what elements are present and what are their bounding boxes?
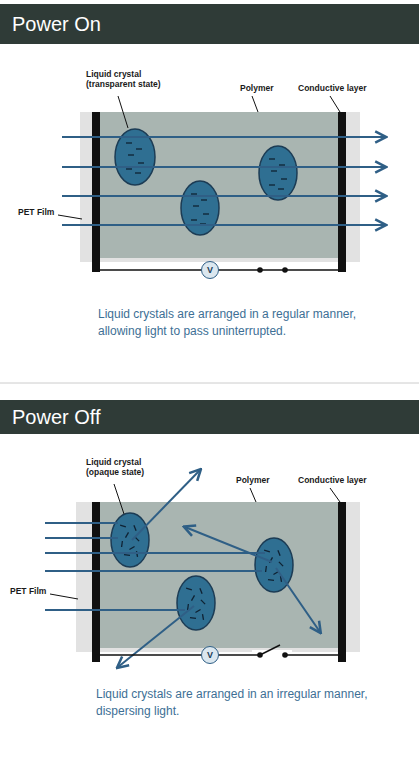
- light-ray: [62, 136, 385, 138]
- wire: [96, 655, 342, 662]
- voltage-symbol: V: [201, 646, 219, 664]
- crystal-dash: [278, 188, 284, 189]
- leader-line: [118, 96, 128, 128]
- crystal-dash: [191, 193, 197, 194]
- crystal-dash: [269, 184, 275, 185]
- crystal-dash: [271, 170, 277, 171]
- switch-contact: [257, 267, 263, 273]
- switch-contact: [282, 267, 288, 273]
- leader-line: [330, 96, 340, 112]
- part-label: Conductive layer: [298, 84, 398, 94]
- crystal-dash: [269, 158, 275, 159]
- crystal-dash: [124, 554, 130, 556]
- voltage-symbol: V: [201, 261, 219, 279]
- crystal-dash: [202, 614, 203, 620]
- liquid-crystal: [259, 146, 297, 200]
- leader-line: [250, 488, 256, 502]
- part-label: PET Film: [18, 208, 78, 218]
- leader-line: [114, 484, 124, 514]
- leader-line: [58, 215, 82, 219]
- crystal-dash: [134, 525, 136, 531]
- film-on: [58, 96, 385, 273]
- light-rays: [45, 470, 320, 667]
- crystal-dash: [186, 588, 192, 590]
- leader-line: [50, 594, 78, 599]
- crystal-dash: [126, 142, 132, 143]
- divider: [0, 383, 419, 384]
- leader-line: [330, 488, 340, 502]
- crystal-dash: [200, 588, 202, 594]
- crystal-dash: [135, 172, 141, 173]
- crystal-dash: [264, 550, 270, 552]
- crystal-dash: [279, 562, 283, 566]
- switch-contact: [282, 652, 288, 658]
- switch-contact: [257, 652, 263, 658]
- crystal-dash: [191, 219, 197, 220]
- crystal-dash: [268, 579, 274, 581]
- crystal-dash: [203, 213, 209, 214]
- conductive-layer: [92, 502, 100, 662]
- crystal-dash: [191, 595, 194, 600]
- light-ray: [62, 166, 385, 168]
- caption-text: Liquid crystals are arranged in a regula…: [98, 306, 388, 341]
- part-label: Polymer: [236, 476, 296, 486]
- polymer-layer: [100, 112, 338, 258]
- film-off: [45, 470, 360, 667]
- crystal-dash: [281, 178, 287, 179]
- header-text: Power Off: [12, 406, 101, 429]
- crystal-dash: [279, 164, 285, 165]
- header-text: Power On: [12, 13, 101, 36]
- part-label: Liquid crystal (opaque state): [86, 458, 166, 478]
- part-label: Polymer: [240, 84, 300, 94]
- wire: [96, 270, 342, 272]
- crystal-dash: [278, 550, 280, 556]
- light-ray: [62, 195, 385, 197]
- switch-lever: [262, 645, 280, 654]
- leader-line: [252, 96, 258, 112]
- part-label: Liquid crystal (transparent state): [86, 70, 176, 90]
- liquid-crystal: [181, 181, 219, 235]
- conductive-layer: [338, 502, 346, 662]
- switch-gap: [252, 650, 292, 660]
- crystal-dash: [190, 617, 196, 619]
- polymer-layer: [100, 502, 338, 648]
- section-header: Power On: [0, 4, 419, 44]
- crystal-dash: [126, 168, 132, 169]
- crystal-dash: [129, 546, 134, 549]
- pet-film: [80, 112, 360, 262]
- crystal-dash: [128, 154, 134, 155]
- voltage-label: V: [207, 650, 213, 660]
- liquid-crystal: [177, 576, 215, 630]
- crystal-dash: [195, 609, 200, 612]
- crystal-dash: [136, 148, 142, 149]
- pet-film: [76, 502, 360, 652]
- crystal-dash: [138, 162, 144, 163]
- part-label: Conductive layer: [298, 476, 398, 486]
- crystal-dash: [201, 199, 207, 200]
- crystal-dash: [265, 566, 267, 572]
- crystal-dash: [121, 541, 123, 547]
- crystal-dash: [120, 525, 126, 527]
- crystal-dash: [201, 600, 205, 604]
- voltage-label: V: [207, 265, 213, 275]
- section-header: Power Off: [0, 400, 419, 434]
- crystal-dash: [193, 205, 199, 206]
- crystal-dash: [125, 532, 128, 537]
- part-label: PET Film: [10, 587, 70, 597]
- caption-text: Liquid crystals are arranged in an irreg…: [96, 686, 391, 721]
- liquid-crystal: [111, 513, 149, 567]
- light-ray: [62, 224, 385, 226]
